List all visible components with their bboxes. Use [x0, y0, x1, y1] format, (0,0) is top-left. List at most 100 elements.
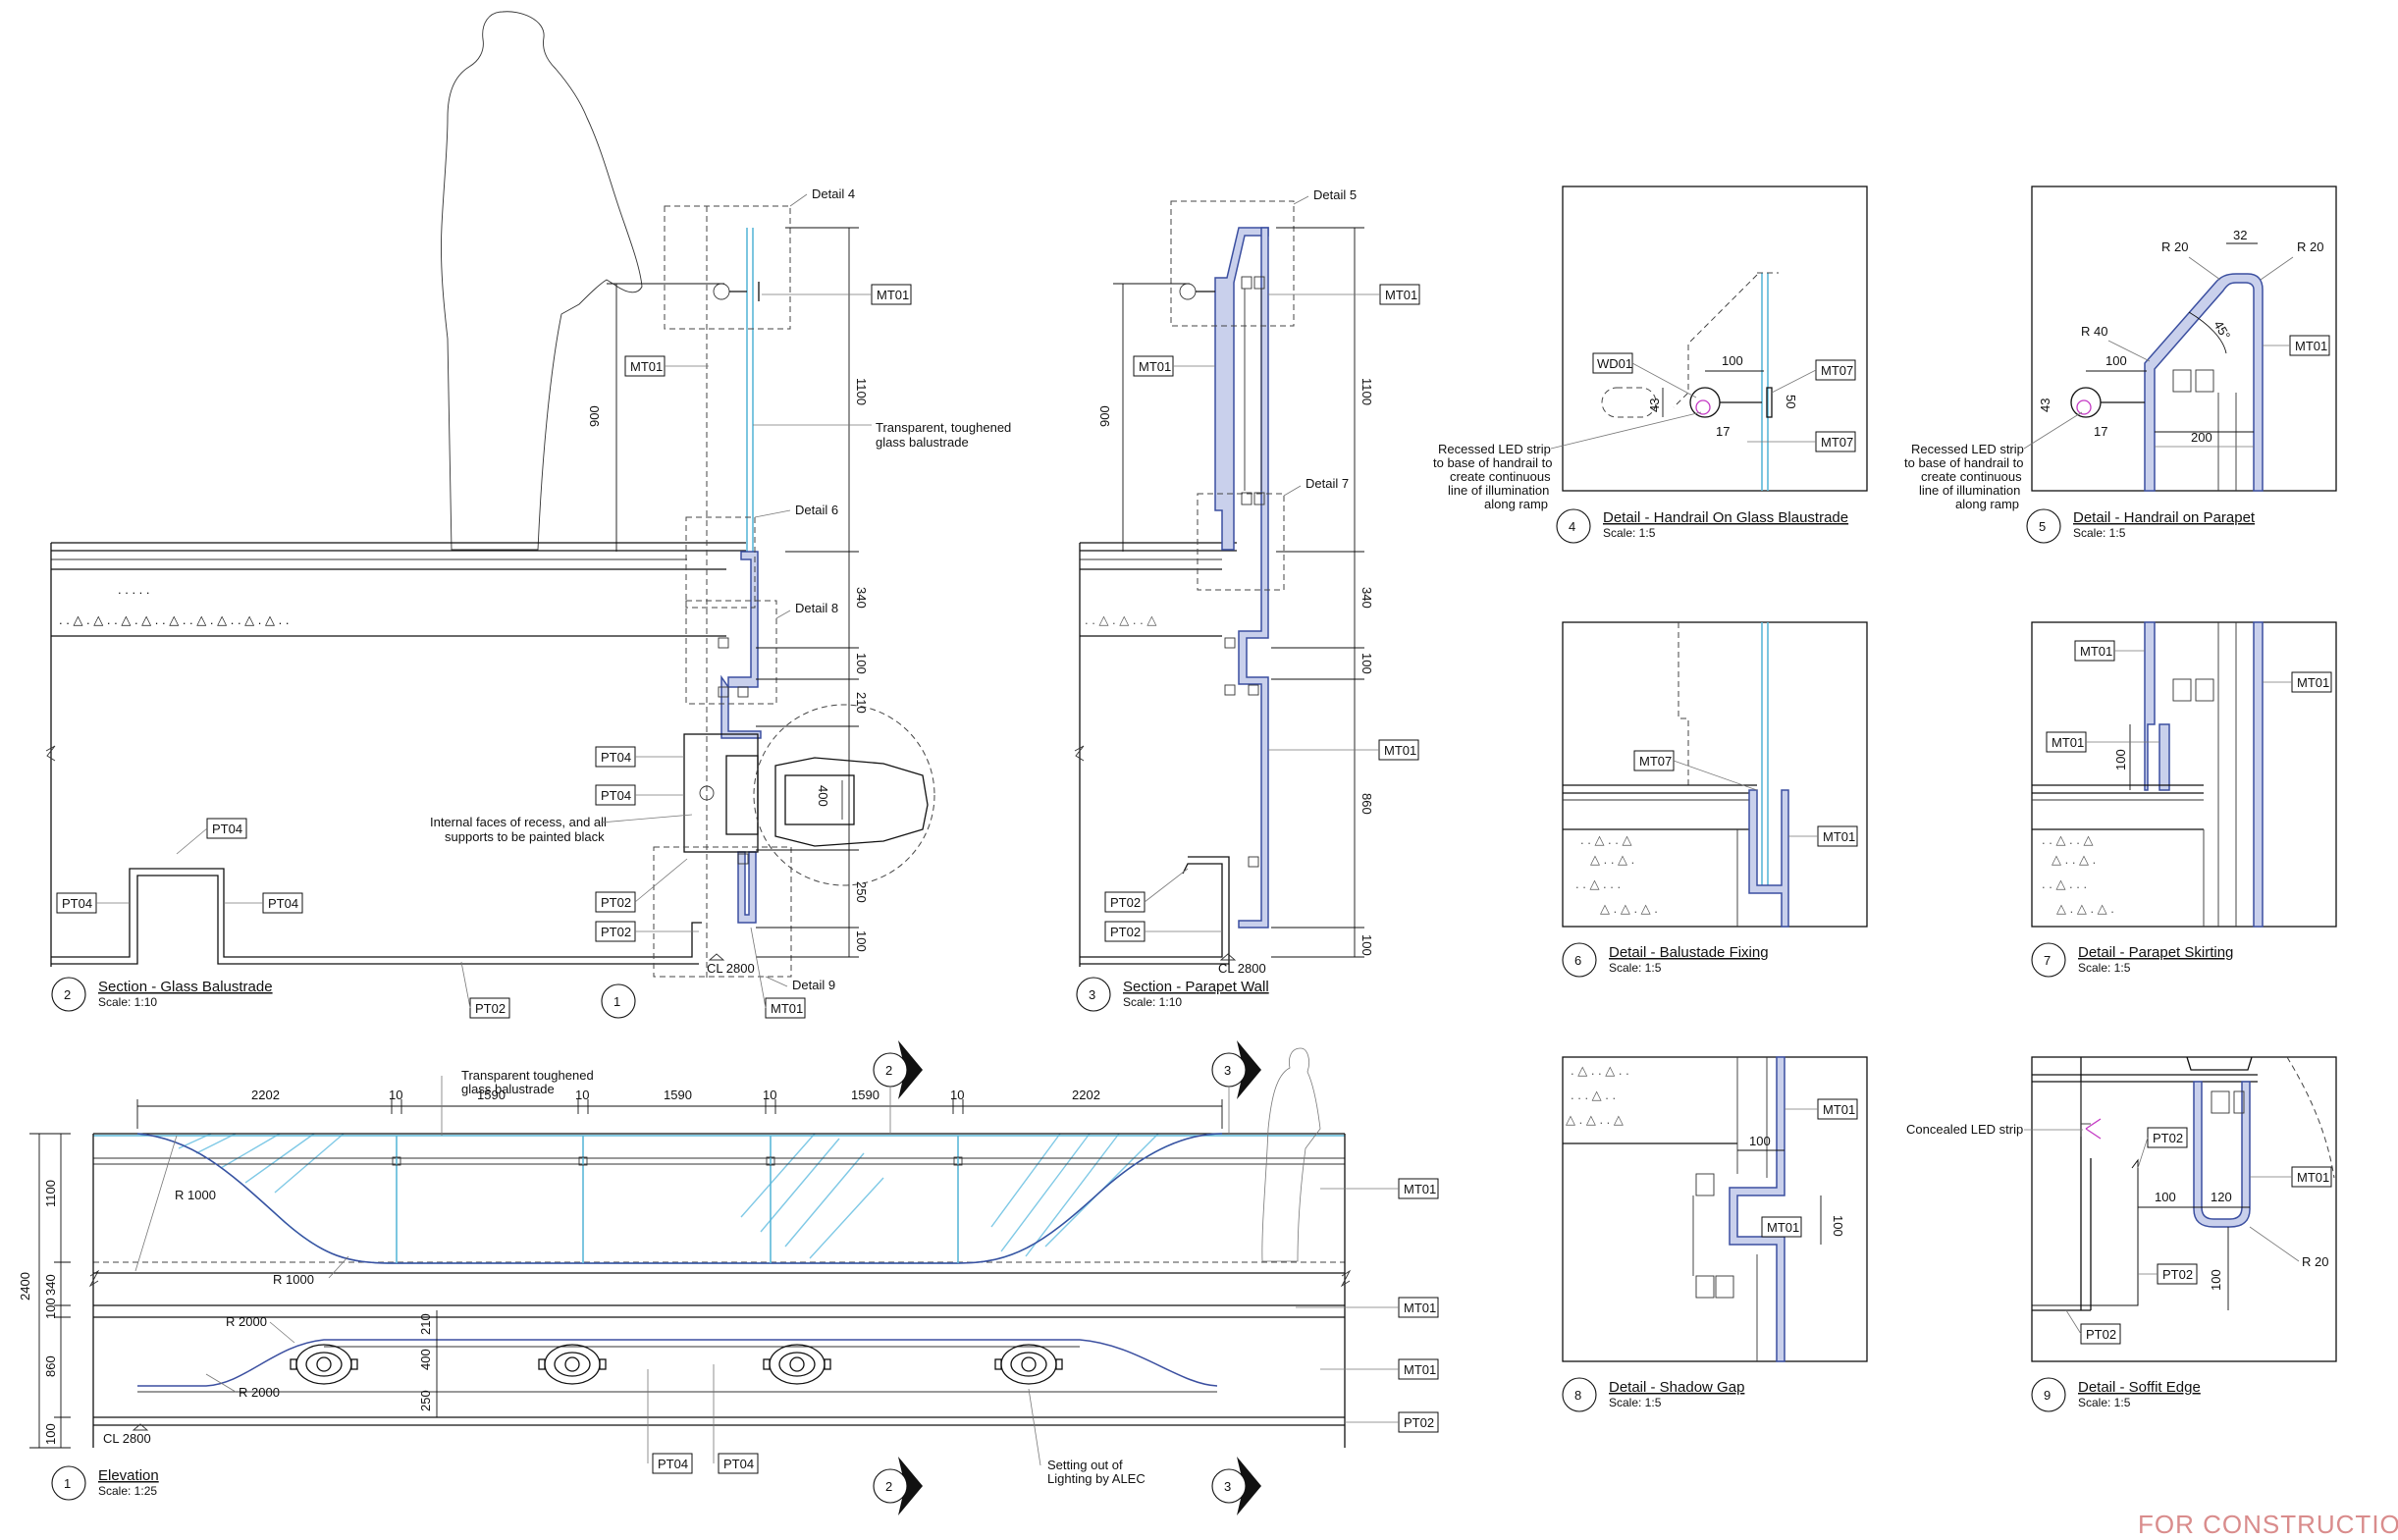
dim-2202-a: 2202 — [251, 1088, 280, 1102]
elevation: 2202 10 1590 10 1590 10 1590 10 2202 Tra… — [18, 1040, 1439, 1515]
view-number-3: 3 — [1089, 987, 1095, 1002]
tag-mt01-d8a: MT01 — [1817, 1098, 1858, 1120]
svg-text:. . △ . △ . . △: . . △ . △ . . △ — [1085, 612, 1156, 627]
d5-dim-43: 43 — [2038, 398, 2052, 412]
d5-dim-100: 100 — [2105, 353, 2127, 368]
tag-pt02-p1: PT02 — [1104, 891, 1146, 913]
callout-detail-6: Detail 6 — [795, 503, 838, 517]
glass-hatching — [178, 1133, 1159, 1259]
view-scale-detail-5: Scale: 1:5 — [2073, 526, 2126, 540]
svg-text:to base of handrail to: to base of handrail to — [1904, 455, 2023, 470]
d5-dim-17: 17 — [2094, 424, 2107, 439]
dim-1590-c: 1590 — [851, 1088, 879, 1102]
svg-text:. . △ . . .: . . △ . . . — [2042, 876, 2087, 891]
svg-text:MT01: MT01 — [1404, 1301, 1436, 1315]
svg-text:MT01: MT01 — [1404, 1362, 1436, 1377]
view-title-elevation: Elevation — [98, 1467, 159, 1484]
view-scale-section-glass: Scale: 1:10 — [98, 995, 157, 1009]
svg-text:MT01: MT01 — [2297, 675, 2329, 690]
tag-mt01-e1: MT01 — [1398, 1178, 1439, 1199]
d4-led-note: Recessed LED strip to base of handrail t… — [1433, 442, 1552, 511]
view-scale-detail-4: Scale: 1:5 — [1603, 526, 1656, 540]
view-title-detail-5: Detail - Handrail on Parapet — [2073, 509, 2256, 526]
svg-text:△ . △ . . △: △ . △ . . △ — [1566, 1112, 1624, 1127]
view-scale-elevation: Scale: 1:25 — [98, 1484, 157, 1498]
tag-mt01-e3: MT01 — [1398, 1358, 1439, 1380]
tag-pt04-e2: PT04 — [718, 1453, 759, 1474]
svg-text:MT01: MT01 — [2297, 1170, 2329, 1185]
dim-900: 900 — [587, 405, 602, 427]
svg-text:Recessed LED strip: Recessed LED strip — [1911, 442, 2024, 456]
svg-text:WD01: WD01 — [1597, 356, 1632, 371]
section-parapet-wall: . . △ . △ . . △ Detail 5 Detail 7 — [1074, 187, 1420, 1012]
svg-text:line of illumination: line of illumination — [1448, 483, 1549, 498]
svg-text:PT04: PT04 — [62, 896, 92, 911]
elev-r2000-b: R 2000 — [239, 1385, 280, 1400]
tag-pt04-c: PT04 — [206, 818, 247, 839]
d8-dim-100: 100 — [1749, 1134, 1771, 1148]
svg-text:MT01: MT01 — [630, 359, 663, 374]
svg-text:. . △ . . .: . . △ . . . — [1575, 876, 1621, 891]
elev-dim-1100: 1100 — [43, 1180, 58, 1207]
svg-text:MT01: MT01 — [877, 288, 909, 302]
tag-mt01-d7a: MT01 — [2074, 640, 2115, 662]
view-number-2: 2 — [64, 987, 71, 1002]
dim-100b: 100 — [854, 930, 869, 952]
dim-10-d: 10 — [950, 1088, 964, 1102]
elev-dim-100b: 100 — [43, 1423, 58, 1445]
svg-text:. . △ . . △: . . △ . . △ — [1580, 832, 1632, 847]
svg-text:MT01: MT01 — [2080, 644, 2112, 659]
elev-dim-250: 250 — [418, 1390, 433, 1411]
detail-4: 100 43 17 50 WD01 MT07 MT07 Recessed LED… — [1433, 186, 1868, 544]
tag-mt01-post: MT01 — [624, 355, 666, 377]
svg-text:3: 3 — [1224, 1479, 1231, 1494]
svg-text:△ . △ . △ .: △ . △ . △ . — [2056, 901, 2114, 916]
d4-dim-43: 43 — [1647, 398, 1662, 412]
dim-1100-p: 1100 — [1359, 378, 1374, 405]
view-title-detail-7: Detail - Parapet Skirting — [2078, 944, 2233, 961]
view-title-detail-9: Detail - Soffit Edge — [2078, 1379, 2201, 1396]
svg-text:MT01: MT01 — [2295, 339, 2327, 353]
d9-r20: R 20 — [2302, 1254, 2328, 1269]
dim-210: 210 — [854, 692, 869, 714]
tag-pt04-e: PT04 — [262, 892, 303, 914]
elev-r1000-b: R 1000 — [273, 1272, 314, 1287]
elevation-light-fittings — [290, 1344, 1063, 1385]
svg-text:MT01: MT01 — [1385, 288, 1417, 302]
elev-note-glass-2: glass balustrade — [461, 1082, 555, 1096]
svg-text:PT04: PT04 — [268, 896, 298, 911]
svg-text:PT04: PT04 — [658, 1457, 688, 1471]
section-marker-2-bottom: 2 — [873, 1457, 923, 1515]
svg-text:line of illumination: line of illumination — [1919, 483, 2020, 498]
svg-text:3: 3 — [1224, 1063, 1231, 1078]
svg-text:create continuous: create continuous — [1450, 469, 1551, 484]
svg-text:MT01: MT01 — [1823, 1102, 1855, 1117]
dim-100: 100 — [854, 653, 869, 674]
dim-10-c: 10 — [763, 1088, 776, 1102]
d7-dim-100: 100 — [2113, 749, 2128, 770]
tag-mt07-a: MT07 — [1815, 359, 1856, 381]
svg-text:PT02: PT02 — [1110, 925, 1141, 939]
concrete-aggregate: . . △ . △ . . △ . △ . . △ . . △ . △ . . … — [59, 582, 289, 627]
d4-dim-17: 17 — [1716, 424, 1730, 439]
callout-detail-7: Detail 7 — [1306, 476, 1349, 491]
view-title-detail-4: Detail - Handrail On Glass Blaustrade — [1603, 509, 1848, 526]
dimension-chain-section-2: 1100 340 100 210 250 100 400 900 — [587, 227, 869, 958]
view-scale-section-parapet: Scale: 1:10 — [1123, 995, 1182, 1009]
tag-pt02-a: PT02 — [595, 891, 636, 913]
svg-text:MT01: MT01 — [771, 1001, 803, 1016]
svg-text:. . △ . . △: . . △ . . △ — [2042, 832, 2094, 847]
svg-text:. . △ . △ . . △ . △: . . △ . △ . . △ . △ . . △ . . △ . △ . . … — [59, 612, 289, 627]
tag-pt02-d9b: PT02 — [2157, 1263, 2198, 1285]
elev-dim-340: 340 — [43, 1274, 58, 1296]
detail-5: 100 200 32 43 17 45° R 20 R 20 R 40 MT01… — [1904, 186, 2337, 544]
d5-r20-a: R 20 — [2161, 239, 2188, 254]
note-concealed-led: Concealed LED strip — [1906, 1122, 2023, 1137]
tag-mt01-d5: MT01 — [2289, 335, 2330, 356]
view-number-8: 8 — [1574, 1388, 1581, 1403]
svg-text:create continuous: create continuous — [1921, 469, 2022, 484]
elevation-top-dims: 2202 10 1590 10 1590 10 1590 10 2202 — [136, 1088, 1223, 1129]
svg-text:PT04: PT04 — [601, 750, 631, 765]
d5-angle-45: 45° — [2211, 318, 2233, 343]
svg-text:PT02: PT02 — [2086, 1327, 2116, 1342]
